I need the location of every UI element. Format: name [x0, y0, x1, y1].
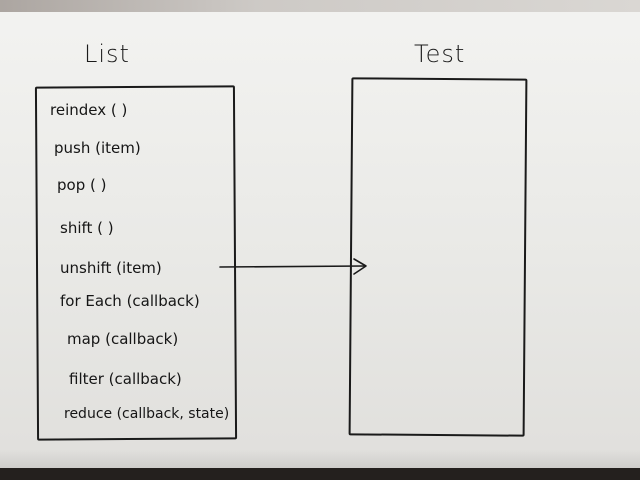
- method-pop: pop ( ): [57, 176, 107, 194]
- method-reindex: reindex ( ): [50, 101, 128, 119]
- method-map: map (callback): [67, 330, 179, 348]
- method-foreach: for Each (callback): [60, 292, 200, 310]
- method-push: push (item): [54, 139, 141, 157]
- paper-sheet: [0, 0, 640, 468]
- arrow-shaft: [219, 265, 365, 268]
- list-title: List: [84, 40, 130, 68]
- method-unshift: unshift (item): [60, 259, 162, 277]
- method-filter: filter (callback): [69, 370, 182, 388]
- arrow-head-icon: [353, 258, 367, 275]
- test-title: Test: [414, 40, 466, 68]
- table-surface: [0, 468, 640, 480]
- method-shift: shift ( ): [60, 219, 114, 237]
- method-reduce: reduce (callback, state): [64, 406, 230, 422]
